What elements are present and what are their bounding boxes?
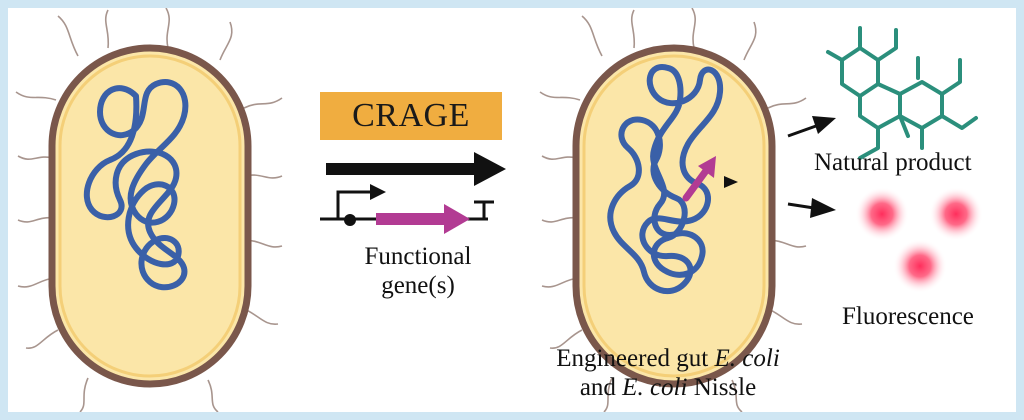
engineered-cell	[539, 8, 807, 412]
strain-line2-suffix: Nissle	[687, 374, 757, 401]
strain-line2-species: E. coli	[622, 374, 688, 401]
rbs-icon	[344, 214, 356, 226]
gene-label: Functional gene(s)	[338, 242, 498, 300]
strain-line1-species: E. coli	[714, 345, 780, 372]
terminator-icon	[474, 200, 494, 219]
gene-label-line2: gene(s)	[381, 272, 455, 299]
wild-type-cell	[15, 8, 283, 412]
gene-label-line1: Functional	[364, 243, 472, 270]
gene-cds	[376, 213, 446, 225]
fluorescence-dot	[929, 187, 983, 241]
cell-wall	[572, 44, 776, 388]
cell-inner-edge	[58, 54, 242, 378]
fluorescence-label: Fluorescence	[842, 303, 974, 330]
fluorescence-dots	[855, 187, 983, 293]
small-arrowhead	[724, 176, 738, 188]
output-arrow-product	[787, 116, 836, 138]
dna-loop	[607, 64, 724, 295]
dna-loop	[83, 79, 189, 291]
process-arrow	[326, 152, 506, 186]
strain-label-line2: and E. coli Nissle	[508, 373, 828, 402]
inserted-gene	[682, 164, 712, 202]
strain-line1-text: Engineered gut	[556, 345, 715, 372]
strain-line2-text: and	[579, 374, 623, 401]
product-label: Natural product	[814, 149, 972, 176]
gene-construct	[320, 184, 494, 234]
method-badge: CRAGE	[320, 92, 502, 140]
output-arrow-fluorescence	[787, 198, 836, 218]
fluorescence-dot	[855, 187, 909, 241]
figure-canvas: CRAGE Functional gene(s) Natural product…	[8, 8, 1016, 412]
fluorescence-dot	[893, 239, 947, 293]
diagram-svg	[15, 8, 983, 412]
cell-inner-edge	[582, 54, 766, 378]
strain-label-line1: Engineered gut E. coli	[508, 344, 828, 373]
promoter-icon	[336, 190, 374, 219]
strain-label: Engineered gut E. coli and E. coli Nissl…	[508, 344, 828, 402]
molecule-icon	[826, 26, 978, 160]
flagella-right	[539, 8, 807, 412]
